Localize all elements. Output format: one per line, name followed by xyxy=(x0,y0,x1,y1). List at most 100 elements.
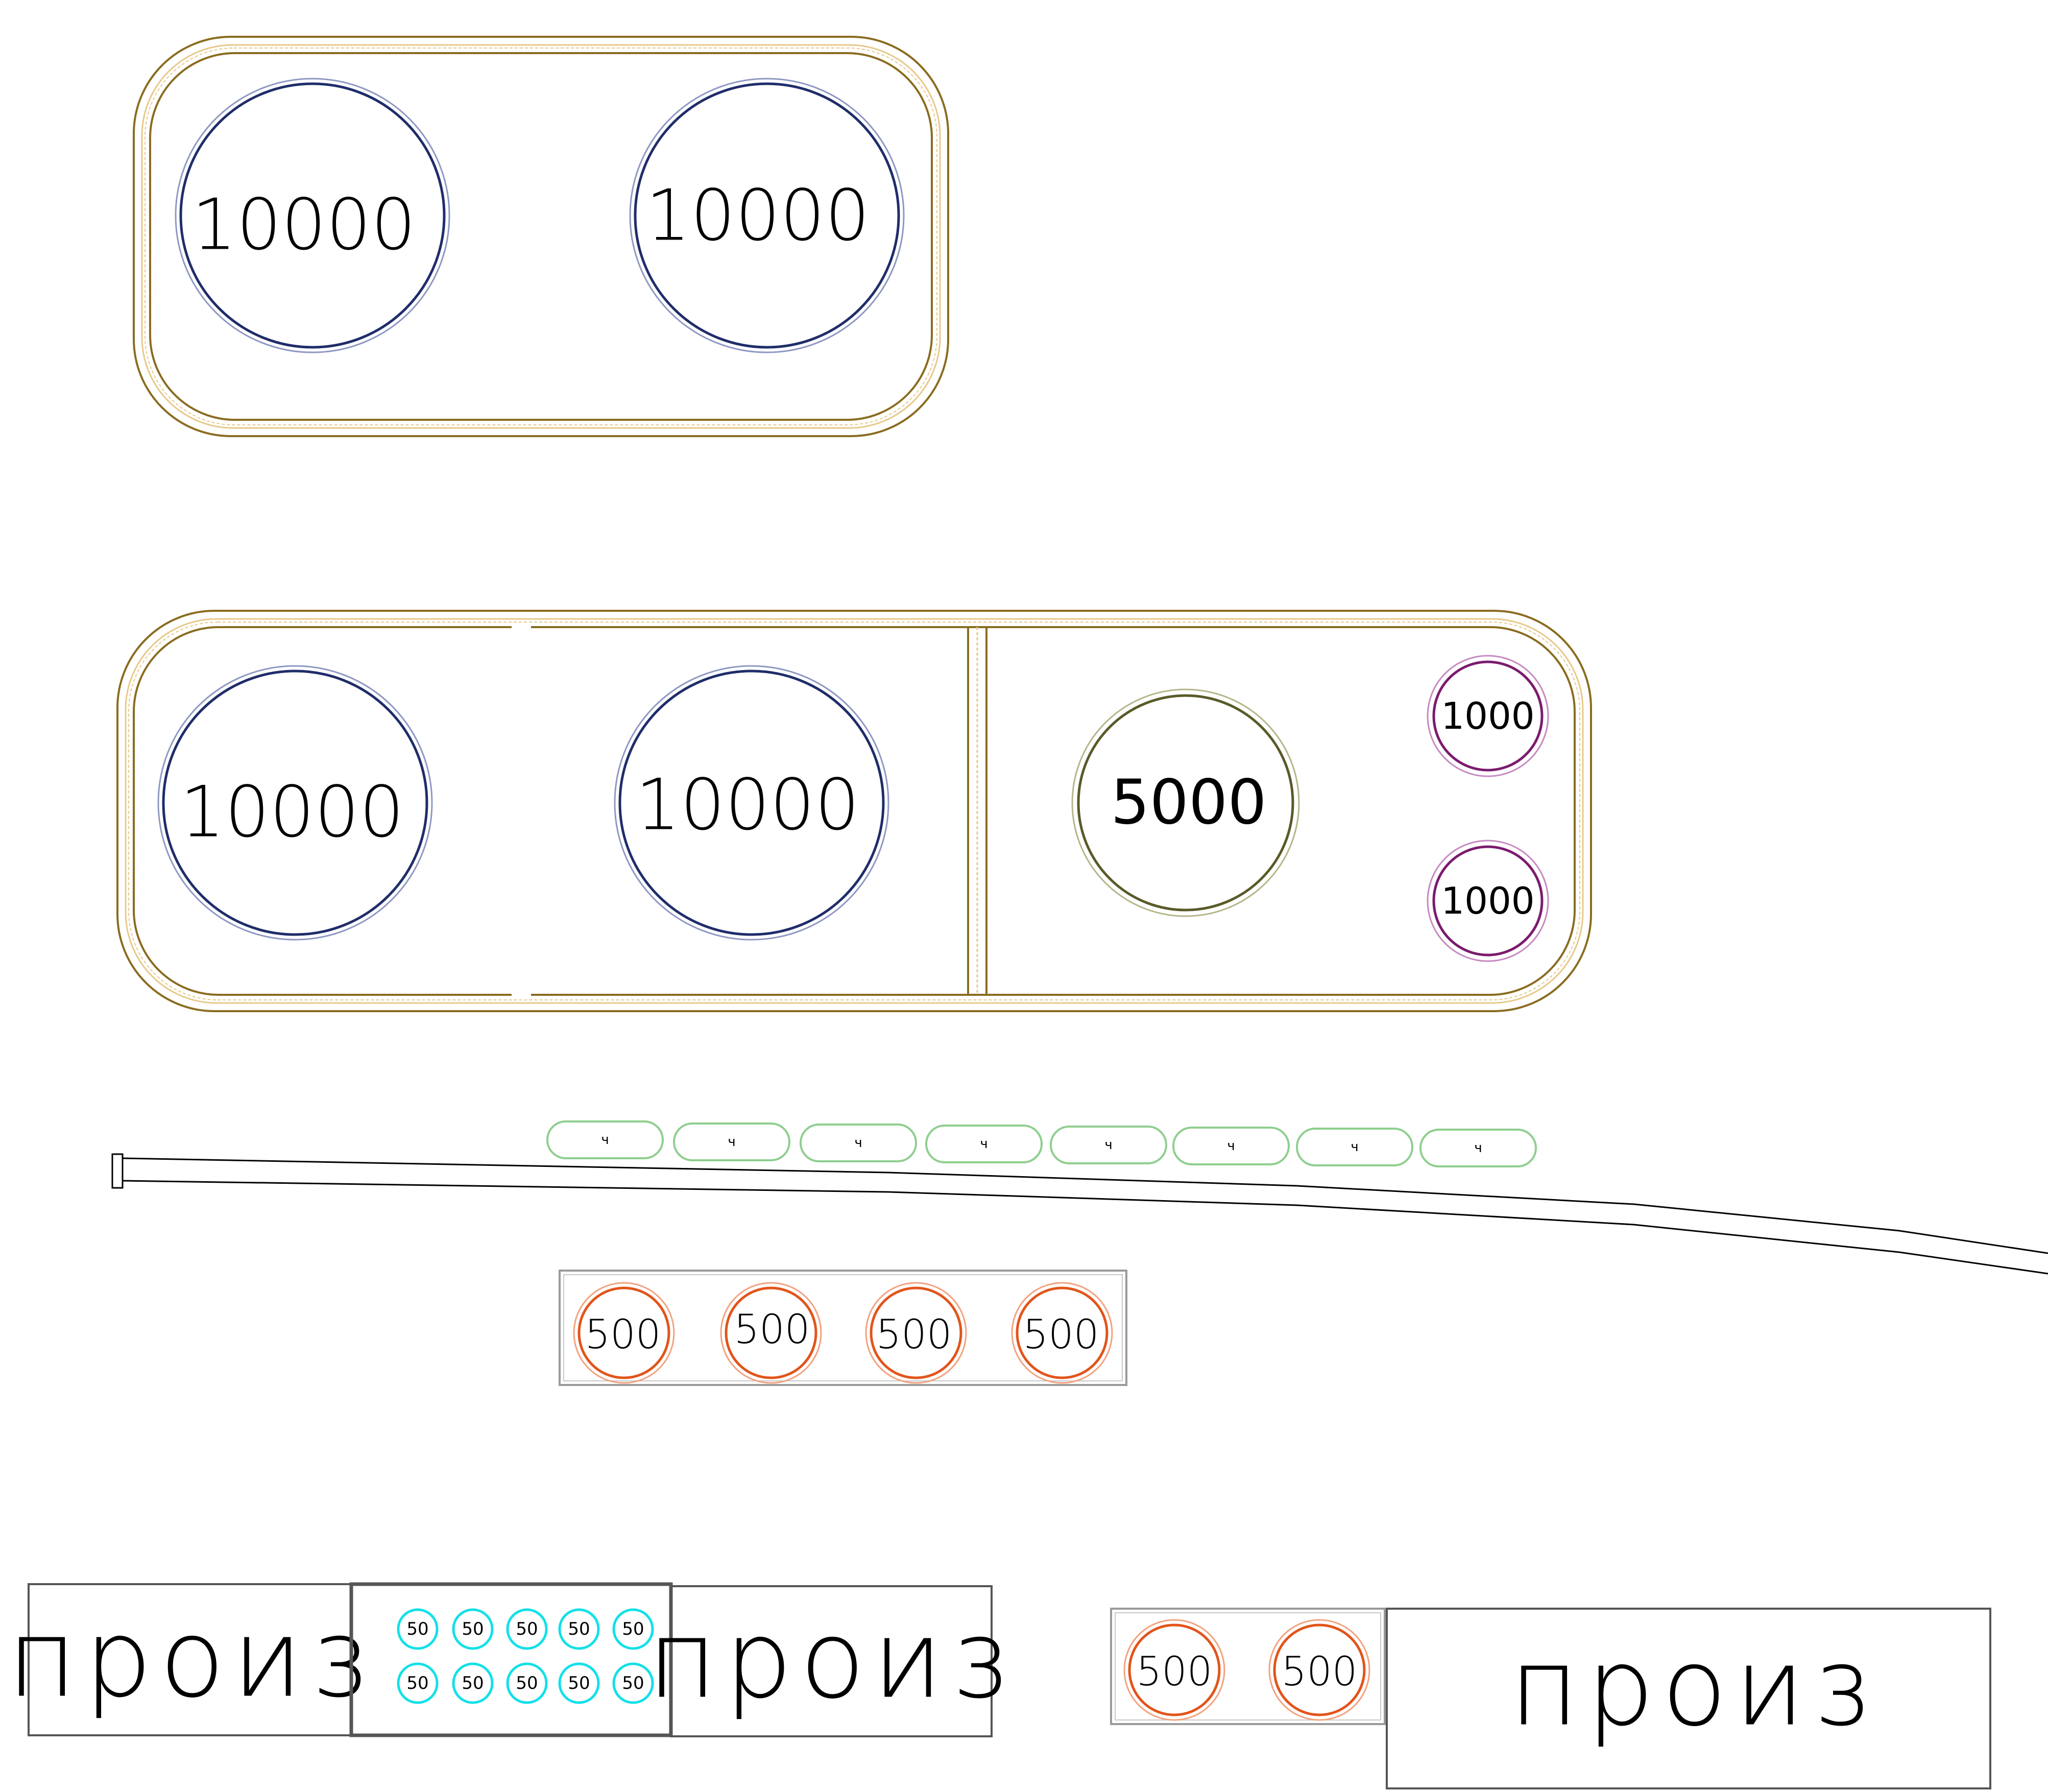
circle-ring xyxy=(1077,694,1294,912)
pill-label: ч xyxy=(980,1136,987,1152)
pill-label: ч xyxy=(1474,1140,1482,1156)
circle-500: 500 xyxy=(1123,1619,1225,1721)
pill-label: ч xyxy=(601,1132,609,1148)
circle-label: 10000 xyxy=(192,184,416,266)
circle-ring xyxy=(618,670,885,936)
pill-shape xyxy=(1172,1127,1290,1165)
pill-label: ч xyxy=(728,1134,735,1150)
pill: ч xyxy=(1419,1129,1537,1167)
circle-50: 50 xyxy=(558,1608,600,1650)
circle-ring xyxy=(558,1608,600,1650)
circle-50: 50 xyxy=(612,1608,654,1650)
circle-label: 50 xyxy=(406,1619,428,1639)
box-inner xyxy=(563,1274,1123,1381)
middle-frame-inner xyxy=(133,626,1576,996)
middle-frame-band xyxy=(125,618,1584,1004)
proiz-text-3: произ xyxy=(1509,1625,1877,1750)
circle-ring xyxy=(1432,660,1544,772)
circle-ring xyxy=(452,1608,494,1650)
circle-ring xyxy=(1432,845,1544,957)
middle-circle-5000: 5000 xyxy=(1071,688,1300,917)
middle-circle-1000-a: 1000 xyxy=(1427,655,1549,777)
circle-ring xyxy=(870,1286,962,1379)
proiz-box-2 xyxy=(670,1585,993,1737)
circle-outer-ring xyxy=(865,1282,967,1384)
middle-frame-band-2 xyxy=(128,622,1580,1000)
circle-outer-ring xyxy=(1427,655,1549,777)
circle-50: 50 xyxy=(452,1608,494,1650)
circle-label: 50 xyxy=(622,1673,644,1693)
circle-50: 50 xyxy=(558,1662,600,1704)
circle-ring xyxy=(506,1662,548,1704)
circle-label: 500 xyxy=(876,1312,952,1358)
pill: ч xyxy=(1172,1127,1290,1165)
pill-shape xyxy=(1050,1126,1167,1164)
circle-50: 50 xyxy=(612,1662,654,1704)
pill: ч xyxy=(1296,1128,1413,1166)
pill-shape xyxy=(546,1120,664,1159)
circle-500: 500 xyxy=(1268,1619,1370,1721)
circle-500: 500 xyxy=(1011,1282,1113,1384)
circle-label: 50 xyxy=(462,1673,484,1693)
pill-label: ч xyxy=(854,1135,862,1151)
pill: ч xyxy=(925,1125,1043,1163)
box-outer xyxy=(1110,1608,1386,1725)
top-frame-inner xyxy=(149,52,933,421)
circle-50: 50 xyxy=(506,1608,548,1650)
circle-outer-ring xyxy=(1011,1282,1113,1384)
pill: ч xyxy=(546,1120,664,1159)
circle-ring xyxy=(1128,1623,1221,1716)
circle-ring xyxy=(397,1662,439,1704)
circle-ring xyxy=(397,1608,439,1650)
circle-ring xyxy=(1016,1286,1109,1379)
circle-ring xyxy=(612,1608,654,1650)
circle-500: 500 xyxy=(720,1282,822,1384)
circle-50: 50 xyxy=(452,1662,494,1704)
circle-label: 10000 xyxy=(636,764,860,846)
circle-50: 50 xyxy=(397,1608,439,1650)
circle-ring xyxy=(452,1662,494,1704)
circle-outer-ring xyxy=(614,665,889,941)
circle-500: 500 xyxy=(865,1282,967,1384)
circle-label: 50 xyxy=(516,1619,538,1639)
circle-ring xyxy=(162,670,428,936)
circle-ring xyxy=(179,82,446,349)
bottom-right-group: 500 500 произ xyxy=(1110,1608,1991,1789)
circle-label: 50 xyxy=(568,1673,590,1693)
pill-shape xyxy=(1419,1129,1537,1167)
box-inner xyxy=(1115,1612,1381,1721)
pill: ч xyxy=(800,1124,917,1162)
pill-shape xyxy=(800,1124,917,1162)
circle-label: 1000 xyxy=(1441,695,1534,737)
circle-label: 500 xyxy=(1137,1649,1213,1695)
circle-ring xyxy=(558,1662,600,1704)
circle-ring xyxy=(725,1286,817,1379)
pill-label: ч xyxy=(1351,1139,1358,1155)
box-outer xyxy=(559,1270,1127,1386)
path-line-lower xyxy=(122,1180,2048,1275)
pill: ч xyxy=(1050,1126,1167,1164)
circle-outer-ring xyxy=(629,78,905,353)
circle-500: 500 xyxy=(573,1282,675,1384)
circle-label: 500 xyxy=(734,1307,810,1353)
circle-outer-ring xyxy=(157,665,433,941)
circle-label: 50 xyxy=(406,1673,428,1693)
frame-gap-bottom xyxy=(512,991,531,999)
middle-frame-outer xyxy=(116,610,1592,1012)
circle-label: 5000 xyxy=(1111,768,1266,839)
circle-50: 50 xyxy=(506,1662,548,1704)
circle-label: 50 xyxy=(622,1619,644,1639)
pill-label: ч xyxy=(1227,1138,1235,1154)
circle-ring xyxy=(506,1608,548,1650)
circle-label: 10000 xyxy=(180,771,404,853)
pill-row: ч ч ч ч ч ч ч ч xyxy=(546,1120,1537,1167)
middle-frame xyxy=(116,610,1592,1012)
top-frame-outer xyxy=(133,36,949,437)
circle-outer-ring xyxy=(1123,1619,1225,1721)
bottom-left-group: произ 50 50 50 50 50 50 50 50 50 50 прои… xyxy=(7,1582,1008,1737)
circle-label: 10000 xyxy=(646,175,870,257)
circle-label: 50 xyxy=(516,1673,538,1693)
row-500-box: 500 500 500 500 xyxy=(559,1270,1127,1386)
pill-label: ч xyxy=(1104,1137,1112,1153)
circle-label: 1000 xyxy=(1441,879,1534,922)
